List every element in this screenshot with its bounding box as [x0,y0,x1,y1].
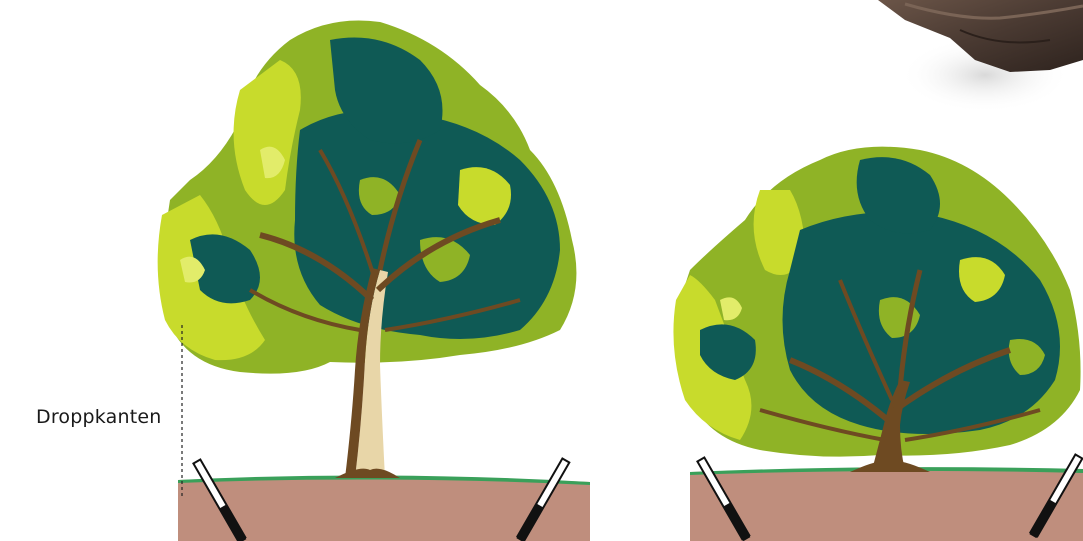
deciduous-tree-icon [158,20,577,478]
dripline-label: Droppkanten [36,406,162,428]
bushy-tree-icon [673,147,1080,472]
right-ground [690,467,1083,541]
rock-icon [878,0,1083,113]
